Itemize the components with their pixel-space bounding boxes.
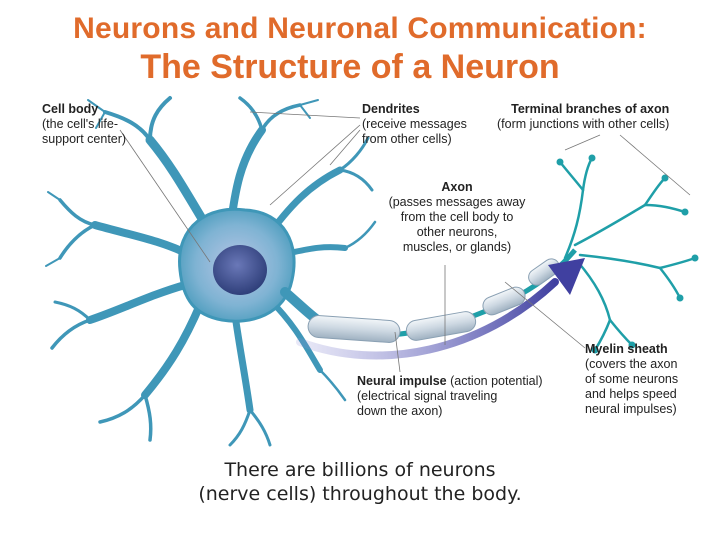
- label-cell-body: Cell body (the cell's life- support cent…: [42, 102, 126, 147]
- label-impulse-desc-1: (electrical signal traveling: [357, 389, 498, 403]
- label-terminal-branches: Terminal branches of axon (form junction…: [497, 102, 669, 132]
- label-neural-impulse: Neural impulse (action potential) (elect…: [357, 374, 543, 419]
- neural-impulse-arrow: [296, 258, 585, 360]
- label-axon-desc-1: (passes messages away: [388, 195, 526, 209]
- terminal-branches: [558, 156, 697, 352]
- label-myelin-desc-2: of some neurons: [585, 372, 679, 386]
- label-myelin-desc-4: neural impulses): [585, 402, 677, 416]
- footer-line-2: (nerve cells) throughout the body.: [198, 483, 522, 505]
- label-impulse-suffix: (action potential): [446, 374, 543, 388]
- myelin-sheath: [307, 258, 560, 343]
- label-myelin-name: Myelin sheath: [585, 342, 668, 356]
- leader-lines: [119, 111, 691, 373]
- label-terminal-name: Terminal branches of axon: [511, 102, 670, 116]
- label-dendrites-name: Dendrites: [362, 102, 420, 116]
- label-myelin-sheath: Myelin sheath (covers the axon of some n…: [585, 342, 678, 417]
- label-dendrites: Dendrites (receive messages from other c…: [362, 102, 467, 147]
- label-myelin-desc-3: and helps speed: [585, 387, 677, 401]
- label-impulse-name: Neural impulse: [357, 374, 447, 388]
- label-axon-desc-2: from the cell body to: [400, 210, 514, 224]
- page-subtitle: The Structure of a Neuron: [140, 48, 560, 86]
- label-axon-name: Axon: [441, 180, 473, 194]
- label-cell-body-desc-2: support center): [42, 132, 127, 146]
- footer-caption: There are billions of neurons (nerve cel…: [0, 458, 720, 506]
- label-dendrites-desc-1: (receive messages: [362, 117, 467, 131]
- page-title: Neurons and Neuronal Communication:: [73, 12, 647, 45]
- label-dendrites-desc-2: from other cells): [362, 132, 452, 146]
- label-myelin-desc-1: (covers the axon: [585, 357, 678, 371]
- label-cell-body-name: Cell body: [42, 102, 99, 116]
- label-axon: Axon (passes messages away from the cell…: [382, 180, 532, 255]
- label-cell-body-desc-1: (the cell's life-: [42, 117, 119, 131]
- nucleus: [213, 245, 267, 295]
- label-impulse-desc-2: down the axon): [357, 404, 443, 418]
- label-terminal-desc-1: (form junctions with other cells): [497, 117, 670, 131]
- terminal-buttons: [556, 154, 699, 354]
- footer-line-1: There are billions of neurons: [224, 459, 496, 481]
- label-axon-desc-3: other neurons,: [416, 225, 498, 239]
- cell-body: [178, 207, 296, 323]
- label-axon-desc-4: muscles, or glands): [402, 240, 512, 254]
